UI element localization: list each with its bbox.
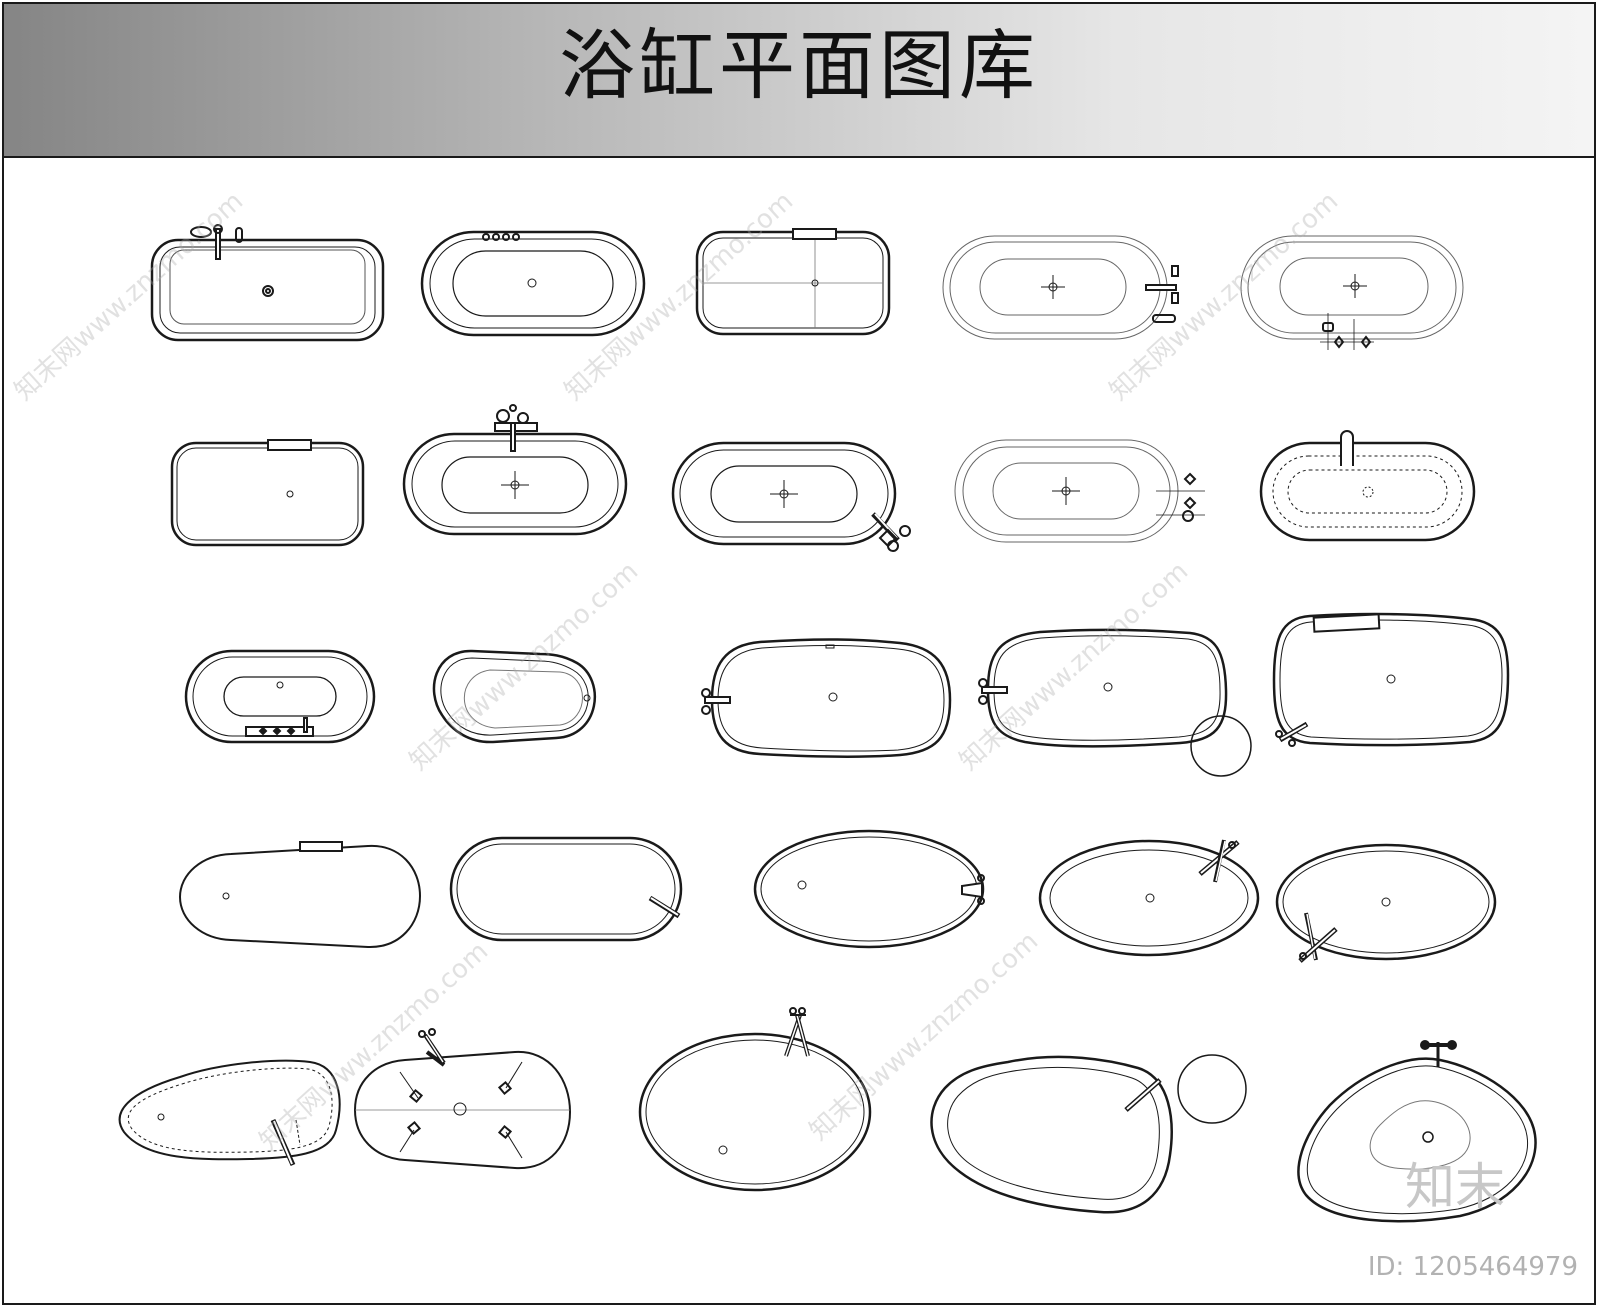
- bathtub-4-2: [449, 836, 683, 942]
- bathtub-1-2: [420, 230, 646, 337]
- bathtub-2-2: [402, 404, 628, 536]
- bathtub-4-3: [753, 829, 985, 949]
- bathtub-1-5: [1240, 235, 1464, 350]
- bathtub-2-1: [170, 439, 365, 547]
- bathtub-4-4: [1038, 839, 1260, 957]
- faucet-handle-icon: [190, 226, 212, 238]
- bathtub-3-1: [184, 649, 376, 744]
- watermark-logo: 知末: [1405, 1158, 1505, 1216]
- bathtub-4-1: [178, 841, 422, 949]
- bathtub-2-3: [671, 441, 911, 552]
- bathtub-5-5: [1297, 1040, 1537, 1223]
- bathtub-5-2: [353, 1028, 572, 1170]
- bathtub-3-4: [978, 628, 1252, 777]
- bathtub-1-3: [695, 228, 891, 336]
- title-banner: 浴缸平面图库: [4, 4, 1594, 158]
- bathtub-3-2: [432, 649, 597, 744]
- bathtub-1-4: [942, 235, 1179, 340]
- bathtub-5-3: [638, 1007, 872, 1192]
- bathtub-2-4: [954, 439, 1205, 543]
- bathtub-3-3: [701, 638, 952, 759]
- bathtub-2-5: [1259, 430, 1476, 542]
- bathtub-4-5: [1275, 843, 1497, 963]
- bathtub-1-1: [150, 224, 385, 342]
- bathtub-5-1: [118, 1059, 341, 1167]
- bathtub-3-5: [1272, 612, 1510, 747]
- watermark-id: ID: 1205464979: [1367, 1252, 1578, 1282]
- bathtub-5-4: [930, 1054, 1247, 1214]
- page-title: 浴缸平面图库: [559, 21, 1039, 110]
